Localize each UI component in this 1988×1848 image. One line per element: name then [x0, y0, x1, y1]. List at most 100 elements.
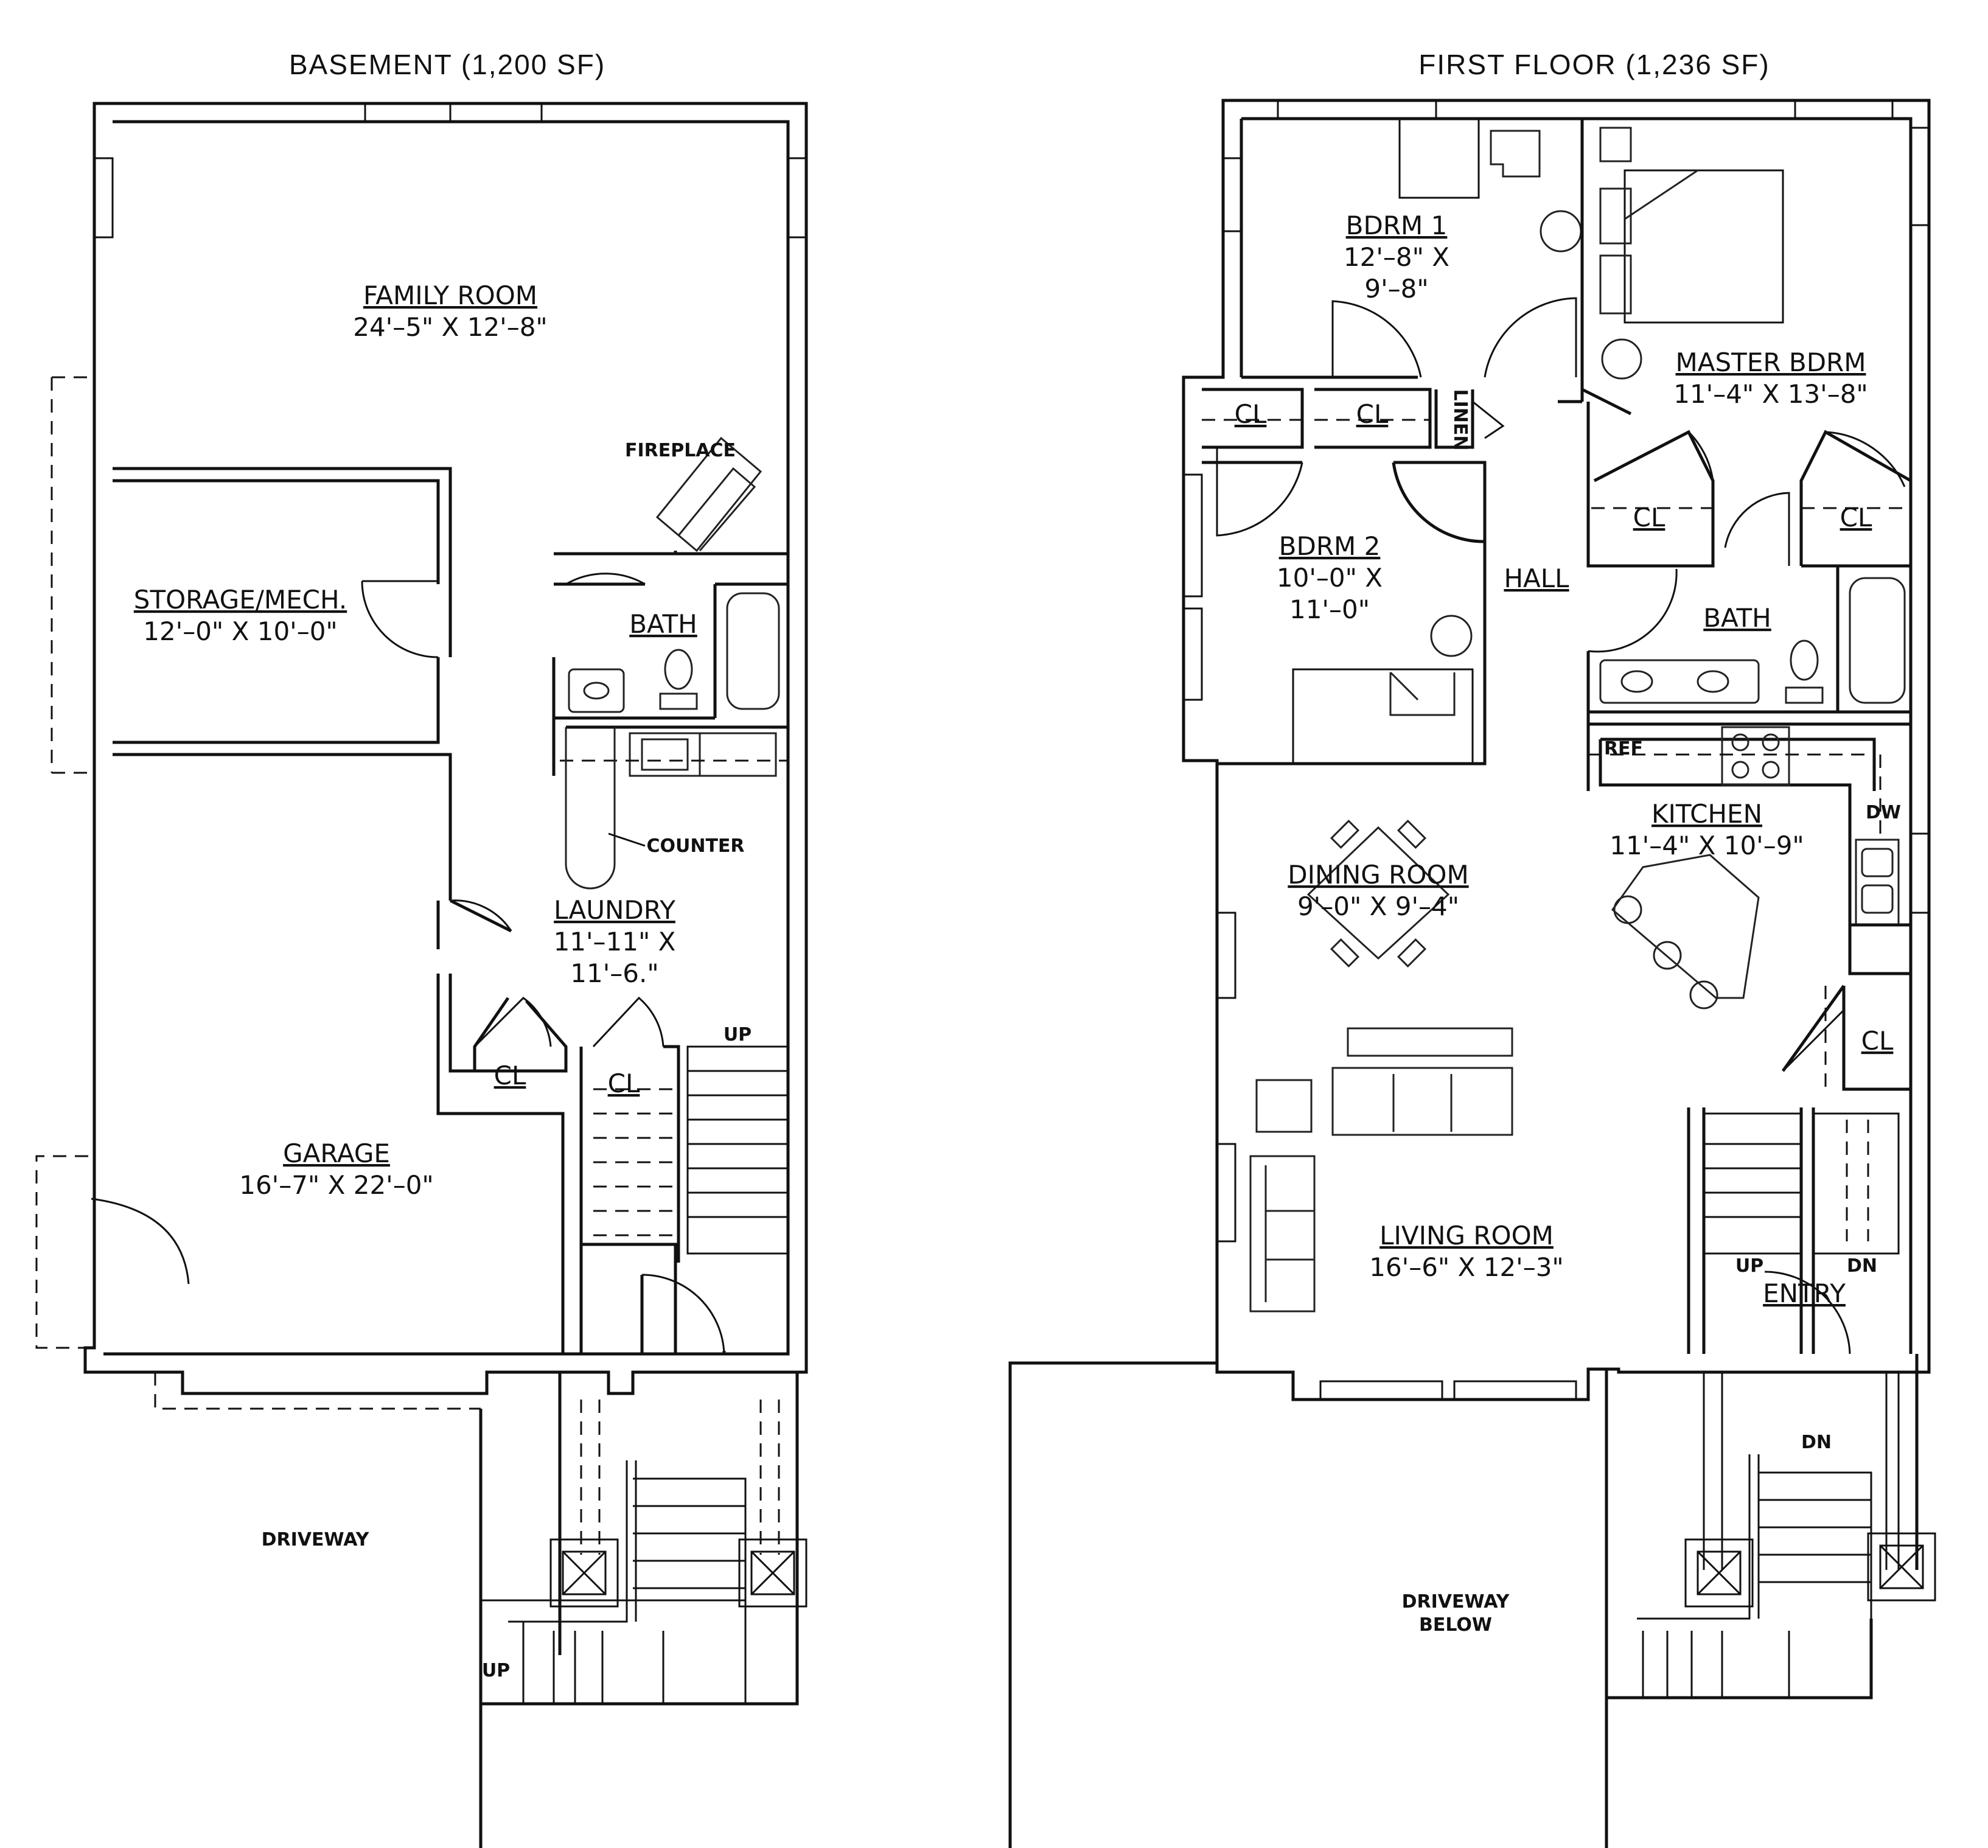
laundry-fixtures: [552, 718, 788, 890]
garage-top-wall: [113, 753, 452, 901]
hall-bath-door[interactable]: [1588, 568, 1678, 653]
bedroom-1-door[interactable]: [1484, 297, 1577, 378]
bedroom-2-dimensions-line1: 10'–0" X: [1277, 563, 1383, 593]
first-floor-title: FIRST FLOOR (1,236 SF): [1418, 49, 1770, 80]
storage-mech-label: STORAGE/MECH.: [134, 585, 347, 615]
first-floor-windows: [1182, 99, 1930, 1401]
basement-closet-2-label: CL: [608, 1069, 640, 1098]
bedroom-1-dimensions-line1: 12'–8" X: [1344, 242, 1449, 272]
loveseat: [1249, 1155, 1316, 1313]
bedroom-2-closet-label: CL: [1235, 399, 1267, 429]
linen-closet-label: LINEN: [1449, 389, 1471, 451]
storage-bottom-wall: [113, 657, 440, 744]
entry-closet-door[interactable]: [1782, 1008, 1845, 1089]
bed-2: [1292, 668, 1474, 765]
master-bath: [1586, 564, 1913, 714]
garage-right-wall: [436, 974, 565, 1354]
dishwasher-label: DW: [1866, 802, 1901, 823]
linen-door[interactable]: [1472, 400, 1505, 439]
living-room-dimensions: 16'–6" X 12'–3": [1369, 1252, 1564, 1282]
first-floor-exterior-wall: [1182, 99, 1931, 1401]
bedroom-1-dimensions-line2: 9'–8": [1364, 274, 1428, 304]
basement-bath: [552, 552, 788, 720]
bedroom-2-closet-door[interactable]: [1216, 447, 1303, 537]
bedroom-2: [1202, 461, 1487, 765]
storage-top-wall: [113, 479, 440, 584]
storage-mech-dimensions: 12'–0" X 10'–0": [143, 616, 338, 646]
master-closets: [1586, 402, 1912, 568]
bedroom-1-closet-door[interactable]: [1331, 300, 1422, 378]
garage-laundry-wall: [436, 899, 512, 949]
driveway-below-label-line1: DRIVEWAY: [1402, 1591, 1510, 1613]
garage-apron: [154, 1372, 481, 1410]
bath-door[interactable]: [565, 573, 646, 585]
entry-closet-label: CL: [1861, 1026, 1894, 1056]
master-bedroom-dimensions: 11'–4" X 13'–8": [1673, 379, 1868, 409]
first-floor-plan: FIRST FLOOR (1,236 SF): [1008, 49, 1936, 1848]
laundry-dimensions-line1: 11'–11" X: [554, 927, 676, 957]
storage-side-structure: [51, 376, 91, 774]
kitchen-island: [1611, 854, 1760, 999]
bedroom-2-label: BDRM 2: [1279, 531, 1381, 561]
side-table: [1255, 1079, 1313, 1133]
bedroom-closets: [1202, 388, 1505, 537]
washer-dryer: [629, 732, 777, 777]
driveway-label: DRIVEWAY: [262, 1529, 370, 1550]
laundry-closets: [448, 974, 680, 1354]
garage-door-swing[interactable]: [450, 899, 512, 932]
entry-label: ENTRY: [1763, 1278, 1846, 1308]
garage-side-landing: [35, 1155, 88, 1349]
laundry-label: LAUNDRY: [554, 895, 675, 925]
hall-label: HALL: [1504, 563, 1569, 593]
dining-room-label: DINING ROOM: [1288, 860, 1468, 890]
family-room-label: FAMILY ROOM: [363, 281, 537, 310]
laundry-dimensions-line2: 11'–6.": [570, 958, 658, 988]
master-closet-door-1[interactable]: [1594, 431, 1714, 482]
master-closet-door-2[interactable]: [1800, 431, 1906, 487]
master-closet-2-label: CL: [1840, 503, 1872, 532]
closet-door-2[interactable]: [592, 996, 664, 1048]
kitchen-dimensions: 11'–4" X 10'–9": [1610, 831, 1804, 860]
master-bedroom: [1580, 119, 1784, 416]
counter: [565, 727, 616, 890]
first-floor-exterior-stairs: [1008, 1354, 1936, 1848]
closet-door-1[interactable]: [473, 997, 552, 1048]
tv-console: [1347, 1027, 1513, 1057]
first-floor-stairs: [1687, 1107, 1900, 1355]
bedroom-1-closet-label: CL: [1356, 399, 1389, 429]
storage-door[interactable]: [361, 580, 439, 658]
basement-stairs-up-label: UP: [724, 1024, 752, 1045]
master-bath-label: BATH: [1703, 603, 1771, 633]
fireplace: [655, 436, 762, 553]
master-toilet: [1790, 640, 1819, 681]
basement-exterior-stairs: [479, 1372, 807, 1848]
fireplace-label: FIREPLACE: [625, 440, 736, 461]
bedroom-1-label: BDRM 1: [1346, 211, 1448, 240]
basement-entry-door[interactable]: [641, 1274, 725, 1355]
basement-bath-label: BATH: [629, 609, 697, 639]
living-room-furniture: [1249, 1027, 1513, 1313]
garage-dimensions: 16'–7" X 22'–0": [239, 1170, 434, 1200]
garage-label: GARAGE: [283, 1138, 390, 1168]
entry-closet: [1781, 985, 1911, 1091]
bedroom-2-dimensions-line2: 11'–0": [1289, 594, 1370, 624]
family-room-wall: [113, 467, 452, 657]
double-vanity: [1599, 659, 1760, 704]
living-room-label: LIVING ROOM: [1379, 1221, 1554, 1250]
kitchen: [1586, 712, 1913, 1009]
sink: [568, 668, 625, 713]
exterior-stairs-down-label: DN: [1801, 1432, 1832, 1453]
stairs-up-label: UP: [1735, 1255, 1763, 1277]
garage-side-door[interactable]: [91, 1198, 190, 1285]
sofa: [1331, 1067, 1513, 1136]
master-closet-1-label: CL: [1633, 503, 1665, 532]
master-bath-door[interactable]: [1724, 492, 1790, 566]
bathtub: [726, 592, 780, 710]
basement-windows: [93, 102, 807, 239]
entry-door[interactable]: [1764, 1271, 1851, 1355]
toilet: [664, 649, 693, 690]
exterior-stairs-up-label: UP: [482, 1660, 510, 1681]
basement-closet-1-label: CL: [494, 1061, 526, 1090]
bed-1: [1398, 119, 1480, 199]
